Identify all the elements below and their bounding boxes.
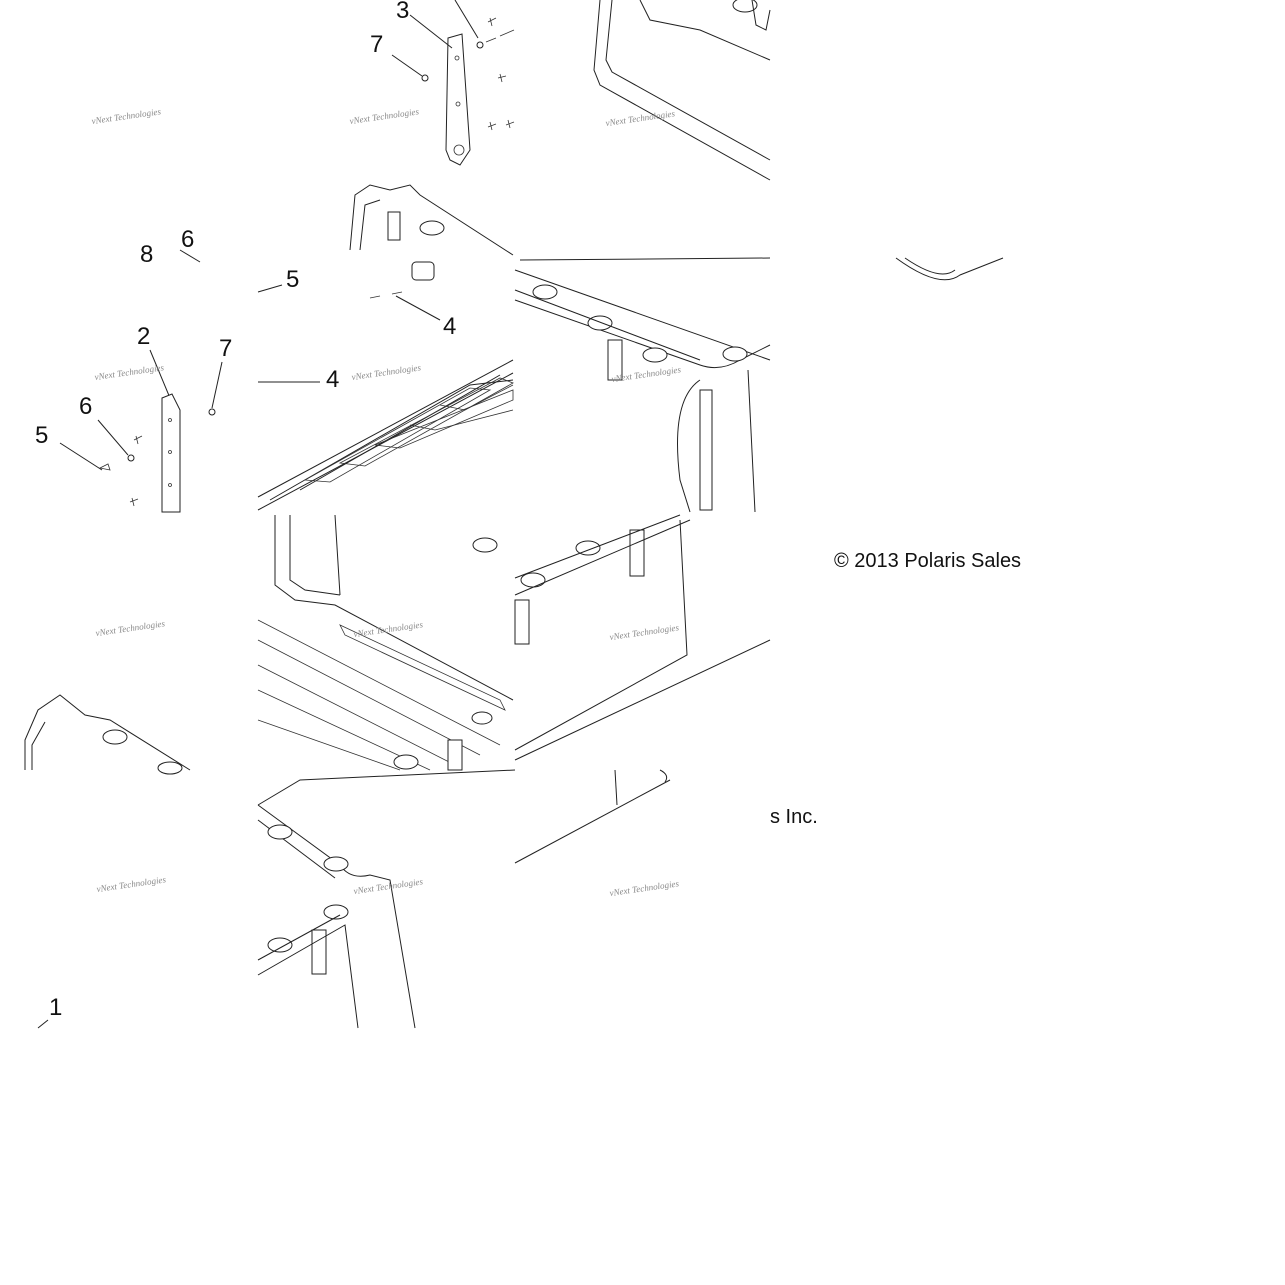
bracket-assembly-top	[391, 0, 515, 166]
callout-1: 1	[49, 994, 62, 1021]
watermark: vNext Technologies	[353, 619, 424, 639]
watermark: vNext Technologies	[91, 106, 162, 126]
callout-5-top: 5	[286, 266, 299, 293]
cargo-box-lower-center	[37, 769, 516, 1029]
callout-labels: 3 7 6 8 5 4 2 7 4 6 5 1	[35, 0, 456, 1021]
callout-4-mid: 4	[326, 366, 339, 393]
cargo-box-lower-left	[24, 694, 191, 775]
watermark: vNext Technologies	[94, 362, 165, 382]
callout-7-left: 7	[219, 335, 232, 362]
bracket-assembly-left	[59, 284, 283, 513]
cargo-bed	[257, 261, 514, 511]
watermark: vNext Technologies	[609, 878, 680, 898]
callout-6-left: 6	[79, 393, 92, 420]
callout-6-top: 6	[181, 226, 194, 253]
copyright-text: © 2013 Polaris Sales	[834, 550, 1021, 572]
callout-4-top: 4	[443, 313, 456, 340]
callout-2: 2	[137, 323, 150, 350]
copyright-text-suffix: s Inc.	[770, 806, 818, 828]
callout-3: 3	[396, 0, 409, 24]
callout-8: 8	[140, 241, 153, 268]
cargo-box-top-right	[593, 0, 1004, 281]
watermark: vNext Technologies	[605, 108, 676, 128]
cargo-box-corner	[179, 184, 514, 263]
watermark: vNext Technologies	[96, 874, 167, 894]
watermark: vNext Technologies	[95, 618, 166, 638]
cargo-bed-interior	[257, 514, 771, 864]
watermark: vNext Technologies	[351, 362, 422, 382]
watermark: vNext Technologies	[349, 106, 420, 126]
callout-7-top: 7	[370, 31, 383, 58]
watermark: vNext Technologies	[609, 622, 680, 642]
cargo-box-right-side	[514, 257, 771, 513]
callout-5-left: 5	[35, 422, 48, 449]
